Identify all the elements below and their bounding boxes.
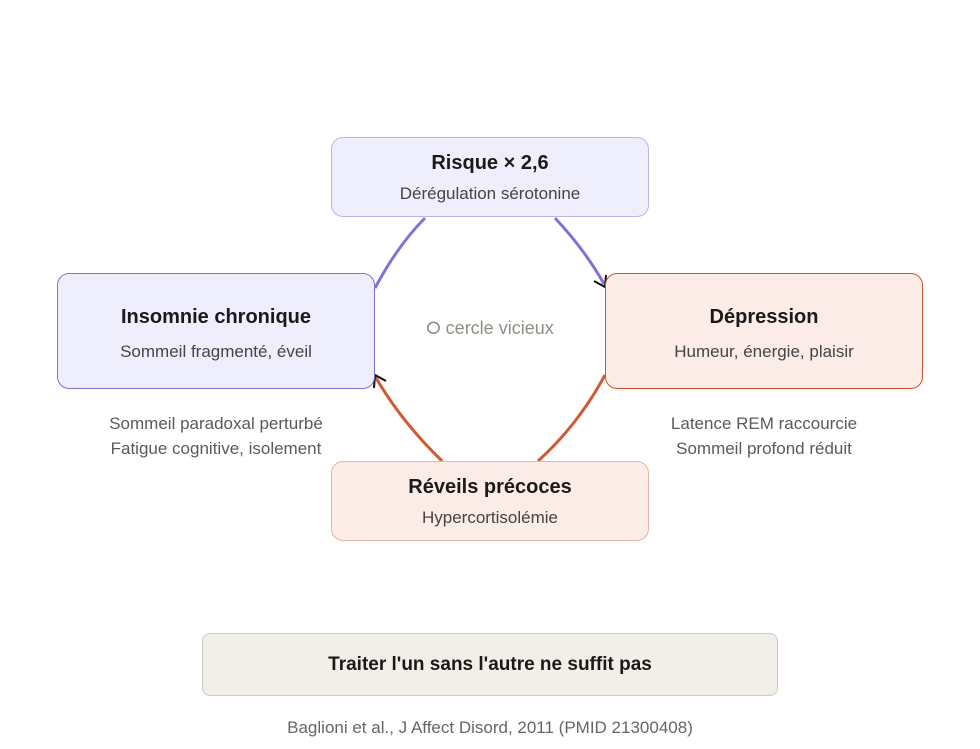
citation: Baglioni et al., J Affect Disord, 2011 (… — [287, 718, 693, 737]
note-right-line-2: Sommeil profond réduit — [676, 439, 852, 458]
node-depression-subtitle: Humeur, énergie, plaisir — [674, 342, 854, 361]
note-left-line-1: Sommeil paradoxal perturbé — [109, 414, 323, 433]
conclusion-box: Traiter l'un sans l'autre ne suffit pas — [202, 633, 778, 696]
node-early-waking: Réveils précoces Hypercortisolémie — [331, 461, 649, 541]
node-early-waking-subtitle: Hypercortisolémie — [421, 508, 559, 527]
node-depression-title: Dépression — [709, 306, 819, 328]
arrow-risk-to-depression — [553, 216, 606, 285]
center-label: ⭘ cercle vicieux — [426, 318, 554, 338]
node-risk-subtitle: Dérégulation sérotonine — [399, 184, 581, 203]
node-risk-title: Risque × 2,6 — [431, 152, 549, 174]
arrow-depression-to-waking — [536, 374, 607, 463]
node-depression: Dépression Humeur, énergie, plaisir — [605, 273, 923, 389]
node-insomnia: Insomnie chronique Sommeil fragmenté, év… — [57, 273, 375, 389]
arrow-waking-to-insomnia — [373, 375, 444, 463]
node-insomnia-subtitle: Sommeil fragmenté, éveil — [120, 342, 312, 361]
note-right: Latence REM raccourcie Sommeil profond r… — [604, 411, 924, 461]
node-early-waking-title: Réveils précoces — [408, 476, 572, 498]
note-left: Sommeil paradoxal perturbé Fatigue cogni… — [56, 411, 376, 461]
node-risk: Risque × 2,6 Dérégulation sérotonine — [331, 137, 649, 217]
node-insomnia-title: Insomnie chronique — [120, 306, 312, 328]
note-left-line-2: Fatigue cognitive, isolement — [110, 439, 322, 458]
arrow-insomnia-to-risk — [373, 216, 427, 289]
arrowhead-insomnia — [373, 373, 387, 389]
note-right-line-1: Latence REM raccourcie — [670, 414, 858, 433]
